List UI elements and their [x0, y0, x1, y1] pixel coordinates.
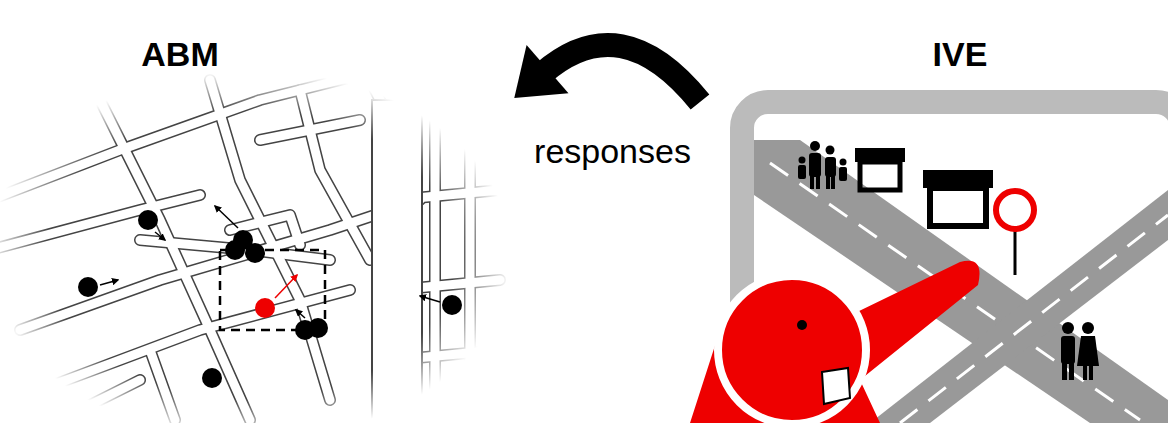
panel-title: IVE [933, 35, 988, 74]
curved-arrow [514, 45, 700, 102]
edge-label: responses [532, 132, 693, 171]
tablet-scene [690, 102, 1168, 423]
panel-title: ABM [141, 35, 218, 74]
agents [78, 206, 462, 388]
abm-panel: ABM [0, 20, 505, 420]
street-map [0, 60, 500, 420]
ive-panel: IVE [700, 20, 1168, 420]
